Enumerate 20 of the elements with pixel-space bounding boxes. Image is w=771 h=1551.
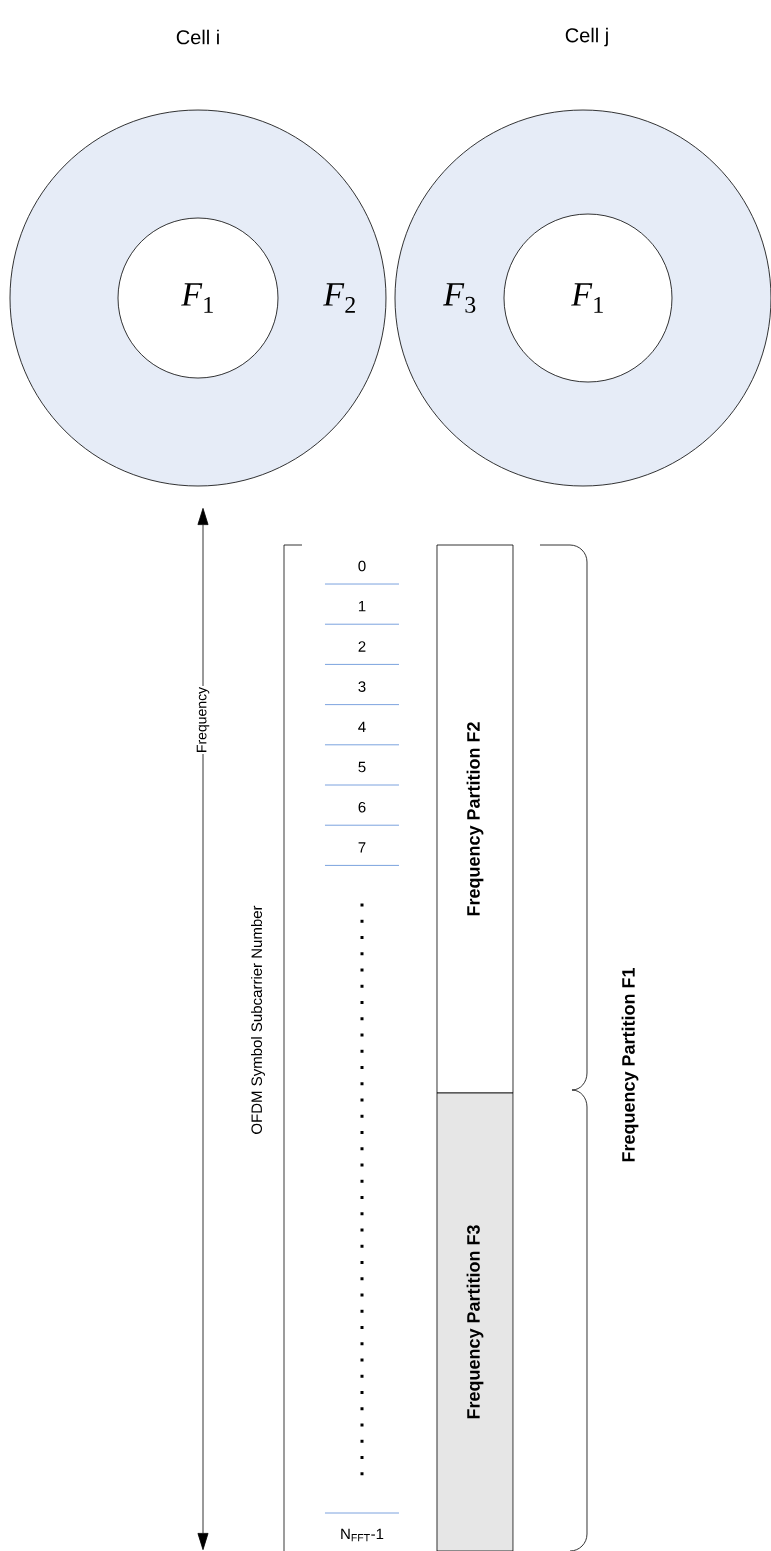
- zone-label: F$_{2}$: [323, 283, 355, 313]
- subcarrier-number: N$_{FFT}$-1: [341, 1528, 384, 1542]
- subcarrier-number: 5: [358, 761, 366, 773]
- subcarrier-number: 2: [358, 641, 366, 652]
- cell-label: Cell i: [176, 29, 219, 45]
- axis-label: OFDM Symbol Subcarrier Number: [251, 905, 265, 1134]
- axis-label: Frequency: [195, 685, 211, 755]
- cell-label: Cell j: [565, 27, 608, 47]
- subcarrier-number: 1: [358, 601, 366, 612]
- zone-label: F$_{1}$: [181, 283, 213, 313]
- subcarrier-number: 0: [358, 560, 366, 572]
- subcarrier-number: 3: [358, 681, 366, 692]
- brace-label: Frequency Partition F1: [621, 968, 639, 1162]
- partition-box: Frequency Partition F3: [436, 1092, 514, 1551]
- zone-label: F$_{3}$: [443, 283, 476, 313]
- subcarrier-number: 4: [358, 721, 366, 732]
- subcarrier-number: 7: [358, 842, 366, 853]
- partition-box: Frequency Partition F2: [436, 544, 514, 1094]
- subcarrier-number: 6: [358, 801, 366, 813]
- zone-label: F$_{1}$: [571, 283, 603, 313]
